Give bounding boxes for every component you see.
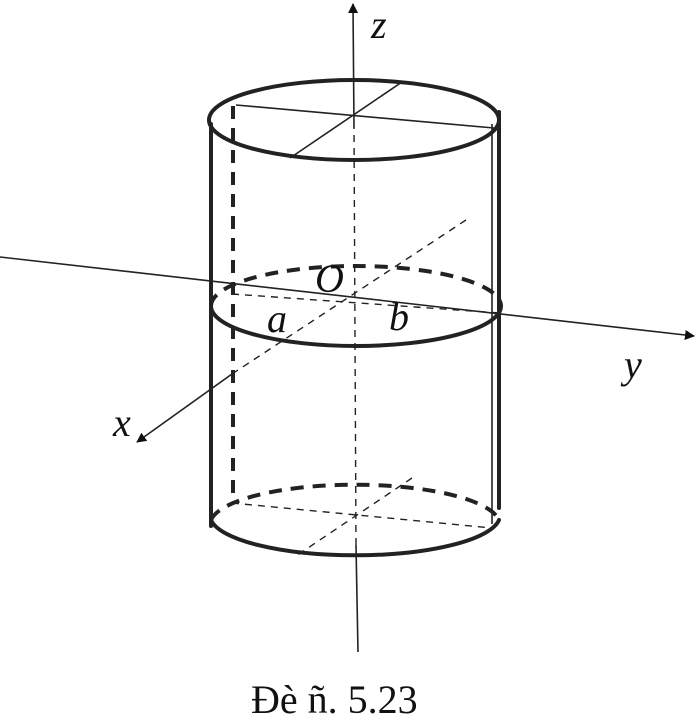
middle-ellipse-front xyxy=(209,304,503,348)
bottom-diameter-2 xyxy=(295,477,413,557)
x-axis-label: x xyxy=(112,400,131,445)
bottom-ellipse-front xyxy=(209,518,501,558)
top-diameter-1 xyxy=(235,104,495,129)
origin-label: O xyxy=(315,256,344,301)
y-axis xyxy=(0,256,695,340)
figure-caption: Đè ñ. 5.23 xyxy=(251,677,418,715)
semi-axis-b-label: b xyxy=(389,294,409,339)
y-axis-label: y xyxy=(620,342,642,387)
z-axis-lower xyxy=(355,544,359,653)
z-axis-label: z xyxy=(370,2,387,47)
semi-axis-a-label: a xyxy=(267,296,287,341)
z-axis-hidden xyxy=(353,127,357,546)
middle-axis-dashed xyxy=(231,293,501,314)
x-axis xyxy=(136,373,233,443)
z-axis-upper xyxy=(348,3,359,129)
middle-ellipse-back xyxy=(209,264,503,307)
bottom-diameter-1 xyxy=(231,502,493,529)
top-diameter-2 xyxy=(289,81,403,159)
